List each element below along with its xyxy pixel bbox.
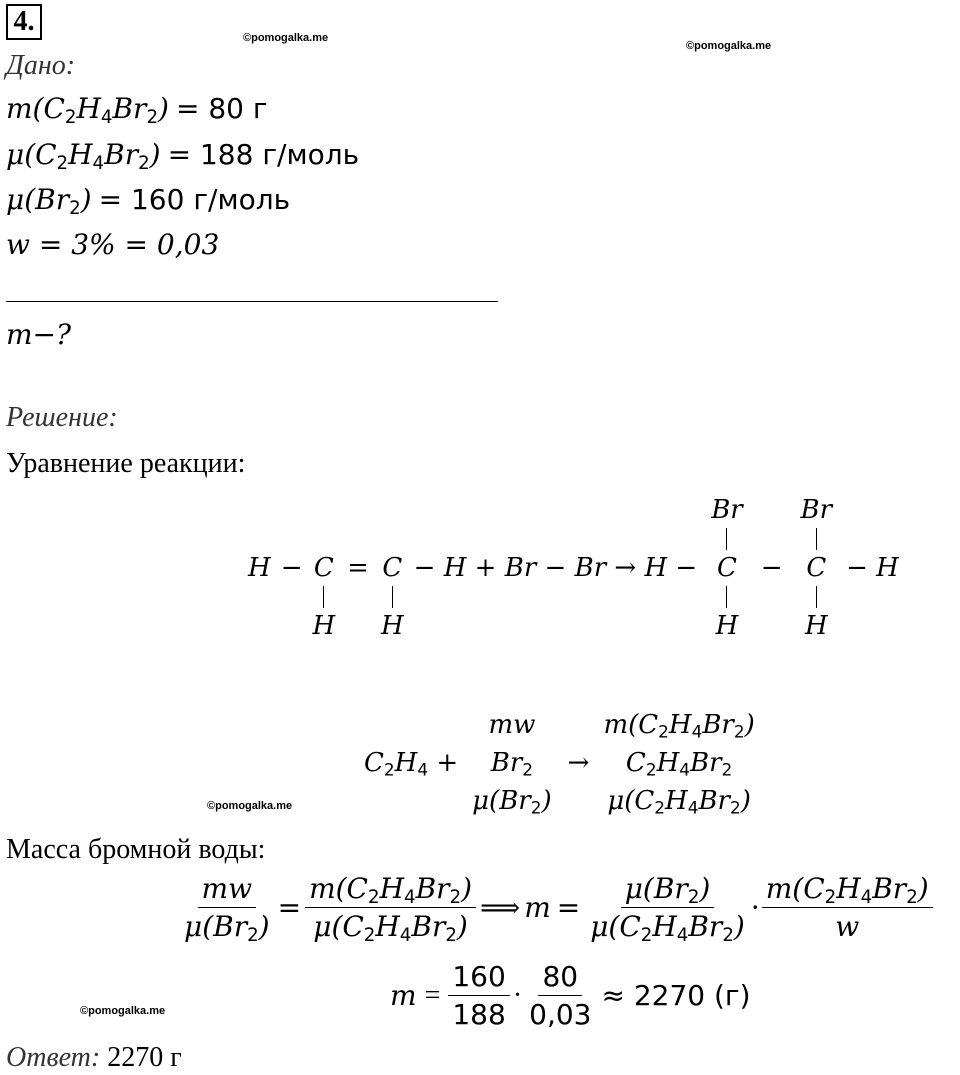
calc-denominator-1: 188: [452, 998, 506, 1031]
given-mass-value: = 80 г: [175, 92, 268, 125]
watermark: ©pomogalka.me: [686, 40, 772, 52]
given-molar-mass-line: μ(C2H4Br2) = 188 г/моль: [6, 138, 360, 175]
watermark: ©pomogalka.me: [207, 800, 293, 812]
reaction-label: Уравнение реакции:: [6, 448, 246, 479]
solution-label: Решение:: [6, 402, 118, 433]
calc-denominator-2: 0,03: [529, 998, 592, 1031]
divider: [6, 301, 498, 302]
calc-numerator-1: 160: [448, 960, 510, 996]
given-br2-molar-mass-line: μ(Br2) = 160 г/моль: [6, 183, 291, 220]
answer-line: Ответ: 2270 г: [6, 1042, 182, 1074]
find-line: m−?: [6, 318, 72, 351]
calc-result: ≈ 2270 (г): [601, 979, 751, 1012]
given-fraction-line: w = 3% = 0,03: [6, 228, 220, 261]
calc-numerator-2: 80: [538, 960, 583, 996]
watermark: ©pomogalka.me: [243, 32, 329, 44]
task-number: 4.: [6, 4, 42, 40]
given-br2-molar-mass-value: = 160 г/моль: [98, 183, 291, 216]
watermark: ©pomogalka.me: [80, 1005, 166, 1017]
given-molar-mass-value: = 188 г/моль: [167, 138, 360, 171]
given-mass-line: m(C2H4Br2) = 80 г: [6, 92, 268, 129]
mass-label: Масса бромной воды:: [6, 834, 266, 865]
answer-label: Ответ:: [6, 1042, 101, 1073]
answer-value: 2270 г: [107, 1042, 182, 1073]
given-label: Дано:: [6, 50, 76, 81]
